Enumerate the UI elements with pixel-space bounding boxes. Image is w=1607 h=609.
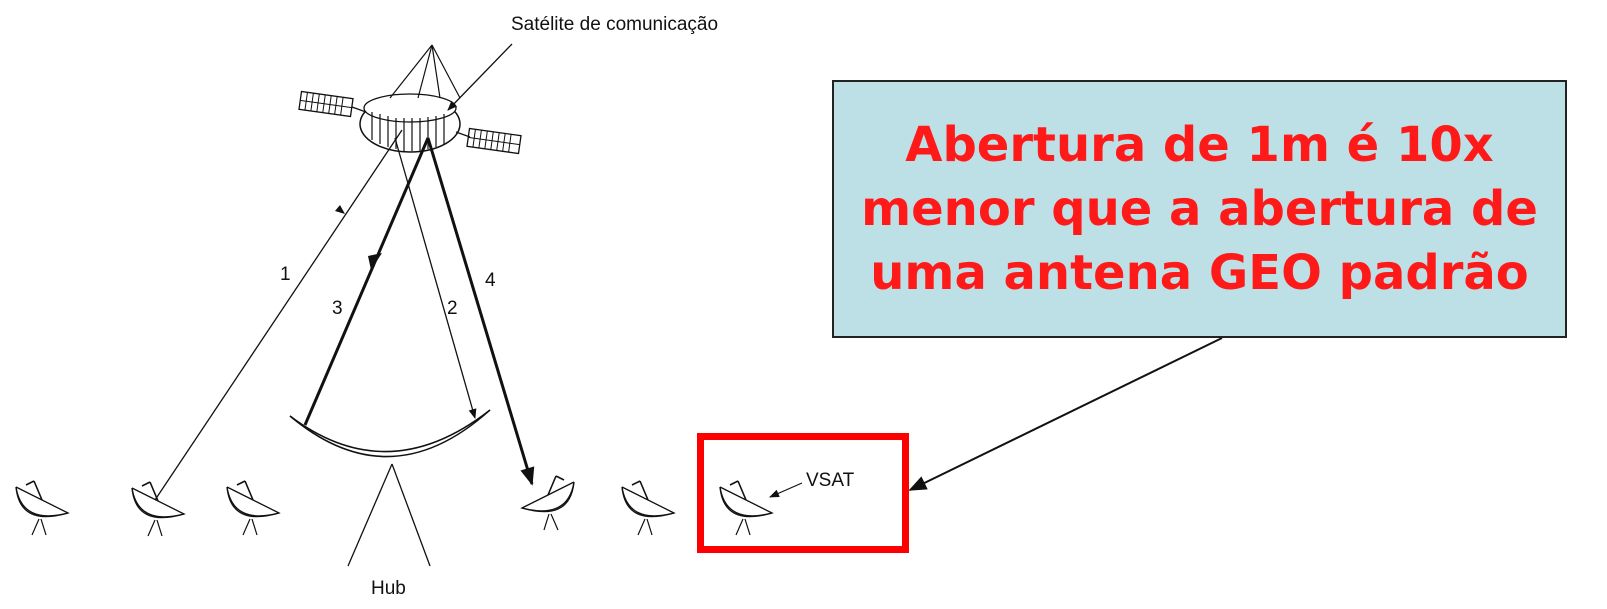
vsat-dish-icon (131, 481, 185, 537)
vsat-highlight-box (697, 433, 909, 553)
satellite-label: Satélite de comunicação (511, 14, 719, 35)
vsat-dish-icon (15, 480, 69, 536)
satellite-icon (298, 44, 522, 155)
vsat-dish-icon (621, 480, 675, 536)
link-3-arrowhead (368, 253, 382, 270)
link-4-label: 4 (485, 270, 496, 291)
link-1-line (154, 129, 403, 501)
link-1-label: 1 (280, 264, 291, 285)
callout-pointer (908, 337, 1223, 491)
callout-line-3: uma antena GEO padrão (870, 245, 1529, 301)
vsat-dish-icon (226, 480, 280, 536)
satellite-label-pointer (447, 43, 513, 111)
callout-line-2: menor que a abertura de (861, 181, 1538, 237)
vsat-label: VSAT (806, 470, 855, 491)
link-2-label: 2 (447, 298, 458, 319)
link-1-arrowhead (335, 205, 345, 214)
aperture-callout: Abertura de 1m é 10x menor que a abertur… (832, 80, 1567, 338)
link-3-line (303, 137, 430, 426)
hub-antenna-icon (289, 409, 491, 567)
hub-label: Hub (371, 578, 406, 599)
vsat-dish-icon (521, 475, 575, 531)
link-4-line (426, 137, 535, 486)
link-3-label: 3 (332, 298, 343, 319)
callout-text: Abertura de 1m é 10x menor que a abertur… (861, 113, 1538, 305)
vsat-label-pointer (769, 482, 803, 498)
callout-line-1: Abertura de 1m é 10x (905, 117, 1494, 173)
link-2-line (394, 137, 477, 419)
